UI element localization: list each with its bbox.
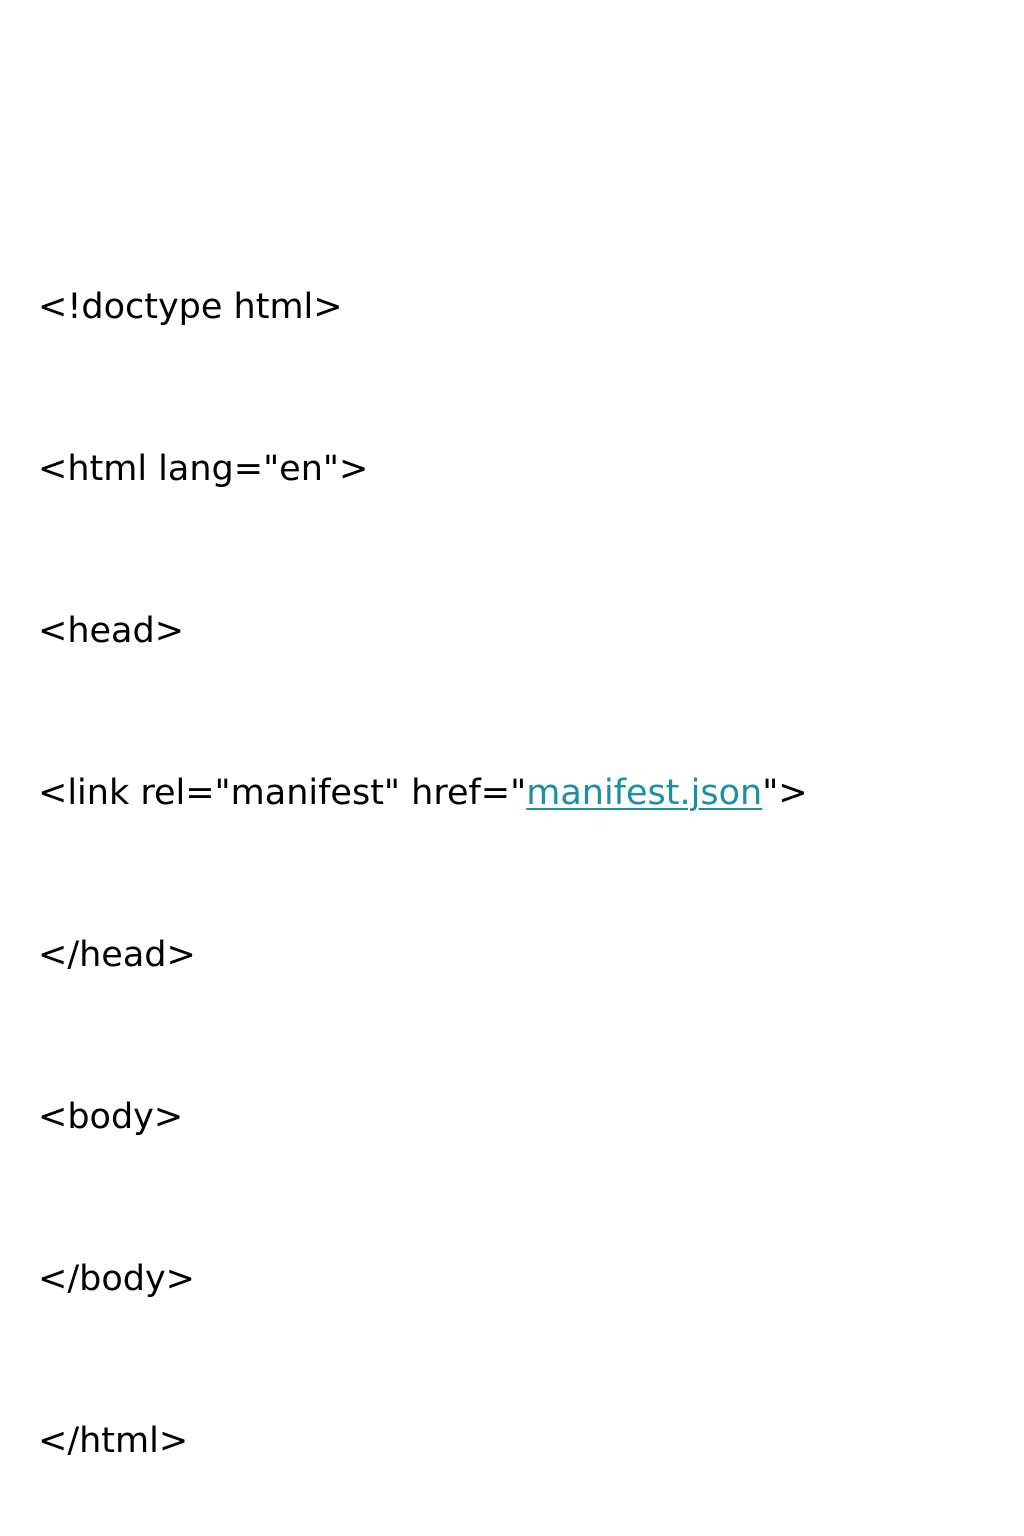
code-line-head-close: </head> <box>38 935 196 975</box>
manifest-link[interactable]: manifest.json <box>526 773 763 813</box>
slide: <!doctype html> <html lang="en"> <head> … <box>38 287 808 1461</box>
code-line-head-open: <head> <box>38 611 185 651</box>
code-line-doctype: <!doctype html> <box>38 287 343 327</box>
code-line-html-close: </html> <box>38 1421 189 1461</box>
link-tag-suffix: "> <box>762 773 808 813</box>
code-block: <!doctype html> <html lang="en"> <head> … <box>38 172 1018 1536</box>
code-line-body-close: </body> <box>38 1259 196 1299</box>
link-tag-prefix: <link rel="manifest" href=" <box>38 773 527 813</box>
code-line-html-open: <html lang="en"> <box>38 449 369 489</box>
code-line-body-open: <body> <box>38 1097 184 1137</box>
code-line-link-manifest: <link rel="manifest" href="manifest.json… <box>38 766 1018 820</box>
